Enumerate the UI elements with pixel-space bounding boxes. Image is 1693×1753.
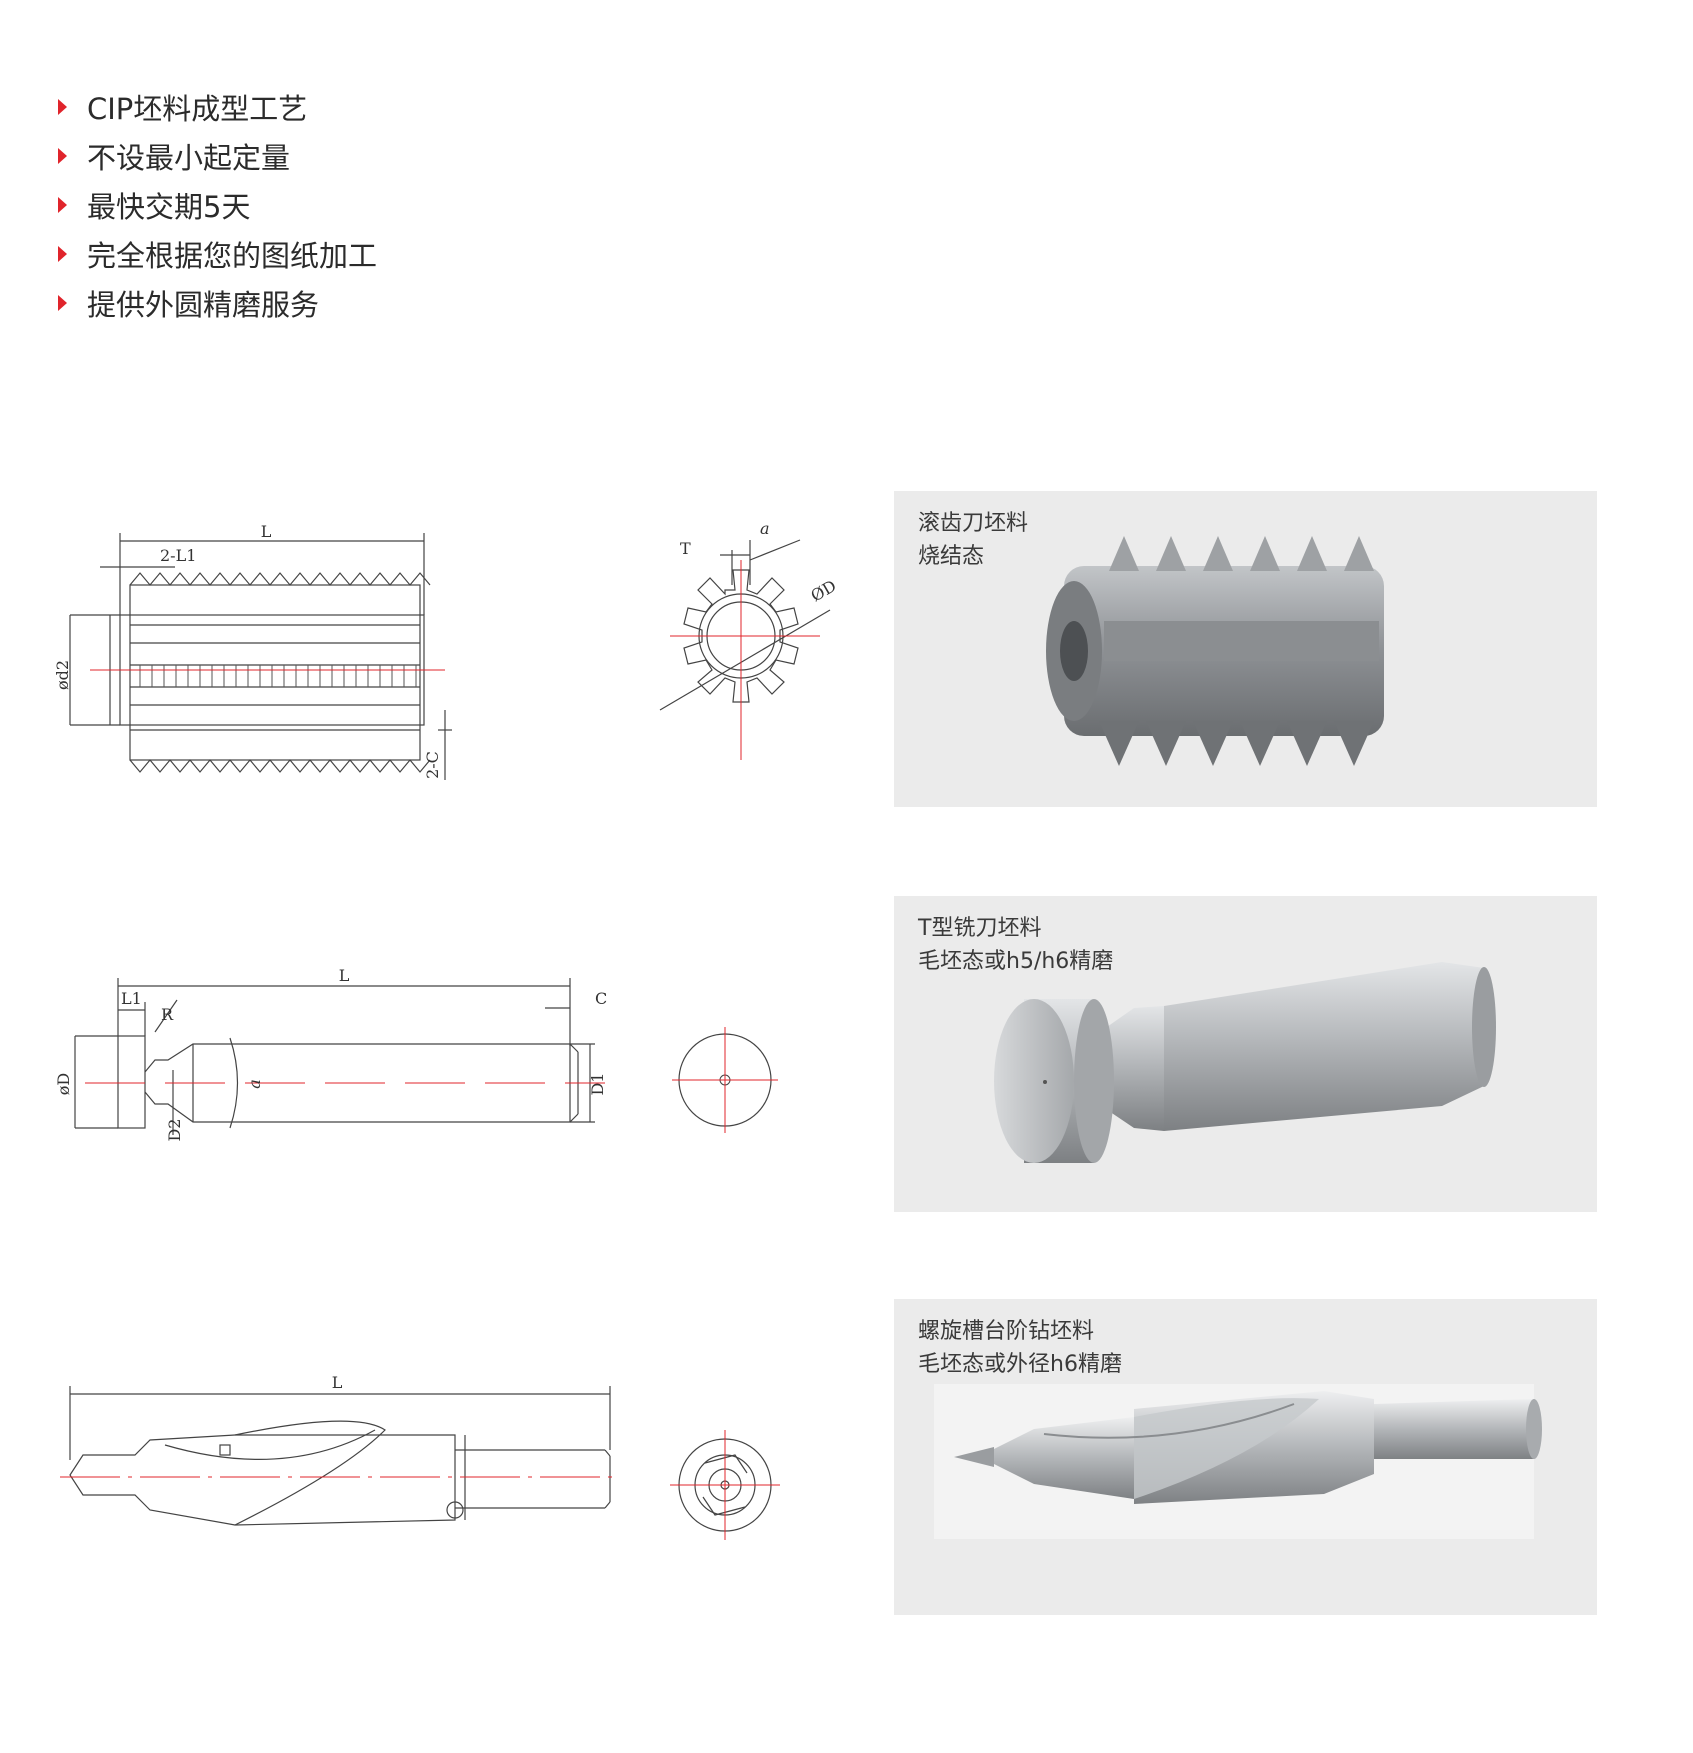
dim-D1-label: D1 <box>588 1072 607 1095</box>
dim-T-label: T <box>680 539 691 558</box>
dim-L1-label: L1 <box>121 989 142 1008</box>
feature-item: 最快交期5天 <box>58 180 377 229</box>
product-name: 螺旋槽台阶钻坯料 <box>918 1319 1095 1344</box>
dim-a-label: a <box>245 1079 264 1089</box>
dim-d2-label: ød2 <box>53 660 72 690</box>
feature-item: CIP坯料成型工艺 <box>58 82 377 131</box>
product-card-drill: 螺旋槽台阶钻坯料 毛坯态或外径h6精磨 <box>894 1299 1597 1615</box>
hob-front-drawing: T a ØD <box>659 519 840 760</box>
dim-a-label: a <box>760 519 770 538</box>
product-note: 烧结态 <box>918 544 985 569</box>
product-card-hob: 滚齿刀坯料 烧结态 <box>894 491 1597 807</box>
dim-L-label: L <box>332 1373 343 1392</box>
feature-item: 完全根据您的图纸加工 <box>58 229 377 278</box>
dim-R-label: R <box>161 1005 174 1024</box>
feature-item: 不设最小起定量 <box>58 131 377 180</box>
bullet-triangle-icon <box>58 147 67 164</box>
tslot-front-drawing <box>672 1027 778 1133</box>
product-note: 毛坯态或外径h6精磨 <box>918 1352 1122 1377</box>
card-title: 滚齿刀坯料 烧结态 <box>918 507 1028 573</box>
bullet-triangle-icon <box>58 294 67 311</box>
dim-L-label: L <box>339 966 350 985</box>
card-title: 螺旋槽台阶钻坯料 毛坯态或外径h6精磨 <box>918 1315 1122 1381</box>
dim-D2-label: D2 <box>165 1118 184 1141</box>
feature-item: 提供外圆精磨服务 <box>58 278 377 327</box>
drill-front-drawing <box>670 1430 780 1540</box>
product-name: T型铣刀坯料 <box>918 916 1042 941</box>
tslot-render-image <box>994 962 1496 1163</box>
drill-render-image <box>934 1384 1542 1539</box>
bullet-triangle-icon <box>58 196 67 213</box>
product-card-tslot: T型铣刀坯料 毛坯态或h5/h6精磨 <box>894 896 1597 1212</box>
bullet-triangle-icon <box>58 245 67 262</box>
dim-C-label: 2-C <box>423 751 442 779</box>
hob-render-image <box>1046 536 1384 766</box>
dim-C-label: C <box>595 989 607 1008</box>
product-note: 毛坯态或h5/h6精磨 <box>918 949 1114 974</box>
dim-L1-label: 2-L1 <box>160 546 196 565</box>
dim-L-label: L <box>261 522 272 541</box>
drill-side-drawing: L <box>60 1373 620 1526</box>
card-title: T型铣刀坯料 毛坯态或h5/h6精磨 <box>918 912 1113 978</box>
product-name: 滚齿刀坯料 <box>918 511 1029 536</box>
hob-side-drawing: L 2-L1 ød2 2-C <box>53 522 452 780</box>
tslot-side-drawing: L L1 R C øD D2 a D1 <box>55 966 607 1142</box>
feature-list: CIP坯料成型工艺 不设最小起定量 最快交期5天 完全根据您的图纸加工 提供外圆… <box>58 82 377 327</box>
dim-D-label: øD <box>55 1073 73 1095</box>
bullet-triangle-icon <box>58 98 67 115</box>
dim-D-label: ØD <box>808 576 840 605</box>
